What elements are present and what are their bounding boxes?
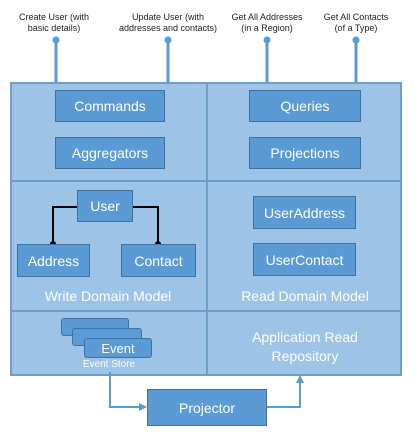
get-addresses-label-line1: Get All Addresses xyxy=(231,12,303,22)
user-address-line xyxy=(52,206,77,244)
get-addresses-label: Get All Addresses (in a Region) xyxy=(224,12,310,34)
get-contacts-label-line2: (of a Type) xyxy=(334,23,378,33)
address-label: Address xyxy=(27,252,80,269)
projector-box: Projector xyxy=(147,389,267,426)
projections-label: Projections xyxy=(270,145,340,161)
aggregators-label: Aggregators xyxy=(71,145,149,161)
update-user-label: Update User (with addresses and contacts… xyxy=(112,12,224,34)
projections-box: Projections xyxy=(249,137,361,169)
user-contact-line xyxy=(133,206,159,244)
event-label: Event xyxy=(101,340,135,356)
user-address-box: UserAddress xyxy=(253,196,356,229)
get-contacts-label-line1: Get All Contacts xyxy=(323,12,389,22)
read-repository-line1: Application Read xyxy=(252,329,358,345)
user-label: User xyxy=(90,198,120,214)
user-contact-box: UserContact xyxy=(253,243,356,276)
event-to-projector-arrowhead xyxy=(139,403,147,411)
create-user-label: Create User (with basic details) xyxy=(4,12,104,34)
queries-label: Queries xyxy=(280,98,330,114)
event-to-projector-line xyxy=(109,372,140,408)
event-box: Event xyxy=(84,338,152,358)
user-box: User xyxy=(77,190,133,222)
get-contacts-label: Get All Contacts (of a Type) xyxy=(314,12,398,34)
address-box: Address xyxy=(17,244,90,277)
update-user-label-line1: Update User (with xyxy=(131,12,205,22)
divider-center xyxy=(206,82,208,376)
contact-label: Contact xyxy=(134,252,183,269)
commands-box: Commands xyxy=(55,90,165,122)
update-user-label-line2: addresses and contacts) xyxy=(118,23,218,33)
update-user-stem-dot xyxy=(164,36,172,44)
read-repository-line2: Repository xyxy=(271,348,339,364)
contact-box: Contact xyxy=(121,244,196,277)
projector-label: Projector xyxy=(178,399,236,416)
read-repository-caption: Application Read Repository xyxy=(210,328,400,366)
create-user-stem-dot xyxy=(52,36,60,44)
projector-to-repository-arrowhead xyxy=(296,375,304,383)
queries-box: Queries xyxy=(249,90,361,122)
event-store-caption: Event Store xyxy=(82,359,136,370)
aggregators-box: Aggregators xyxy=(55,137,165,169)
create-user-label-line1: Create User (with xyxy=(18,12,90,22)
commands-label: Commands xyxy=(74,98,146,114)
write-domain-model-caption: Write Domain Model xyxy=(44,288,172,304)
get-contacts-stem-dot xyxy=(352,36,360,44)
create-user-label-line2: basic details) xyxy=(27,23,81,33)
get-addresses-label-line2: (in a Region) xyxy=(241,23,293,33)
read-domain-model-caption: Read Domain Model xyxy=(241,288,369,304)
projector-to-repository-line xyxy=(267,382,301,408)
get-addresses-stem-dot xyxy=(263,36,271,44)
user-contact-label: UserContact xyxy=(265,251,344,268)
user-address-label: UserAddress xyxy=(264,204,345,221)
